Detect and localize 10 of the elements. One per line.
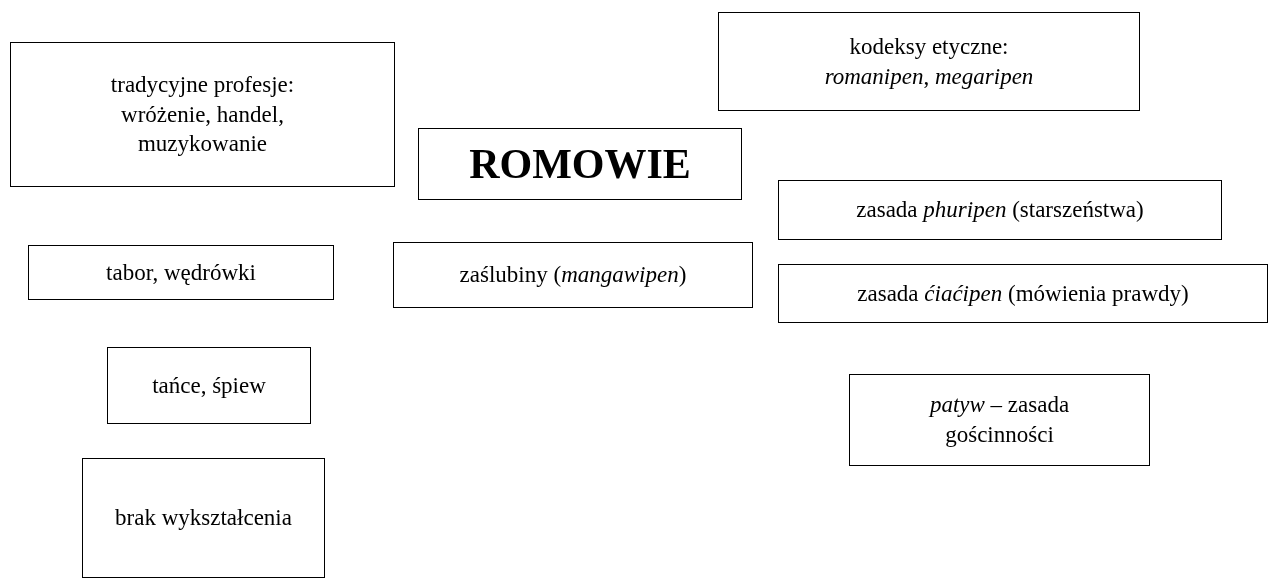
title-box: ROMOWIE — [418, 128, 742, 200]
topic-box: zasada phuripen (starszeństwa) — [778, 180, 1222, 240]
topic-box: patyw – zasada gościnności — [849, 374, 1150, 466]
topic-box: tańce, śpiew — [107, 347, 311, 424]
topic-box: kodeksy etyczne: romanipen, megaripen — [718, 12, 1140, 111]
topic-box: brak wykształcenia — [82, 458, 325, 578]
topic-box: tradycyjne profesje: wróżenie, handel, muzykowanie — [10, 42, 395, 187]
topic-box: zaślubiny (mangawipen) — [393, 242, 753, 308]
topic-box: tabor, wędrówki — [28, 245, 334, 300]
topic-box: zasada ćiaćipen (mówienia prawdy) — [778, 264, 1268, 323]
